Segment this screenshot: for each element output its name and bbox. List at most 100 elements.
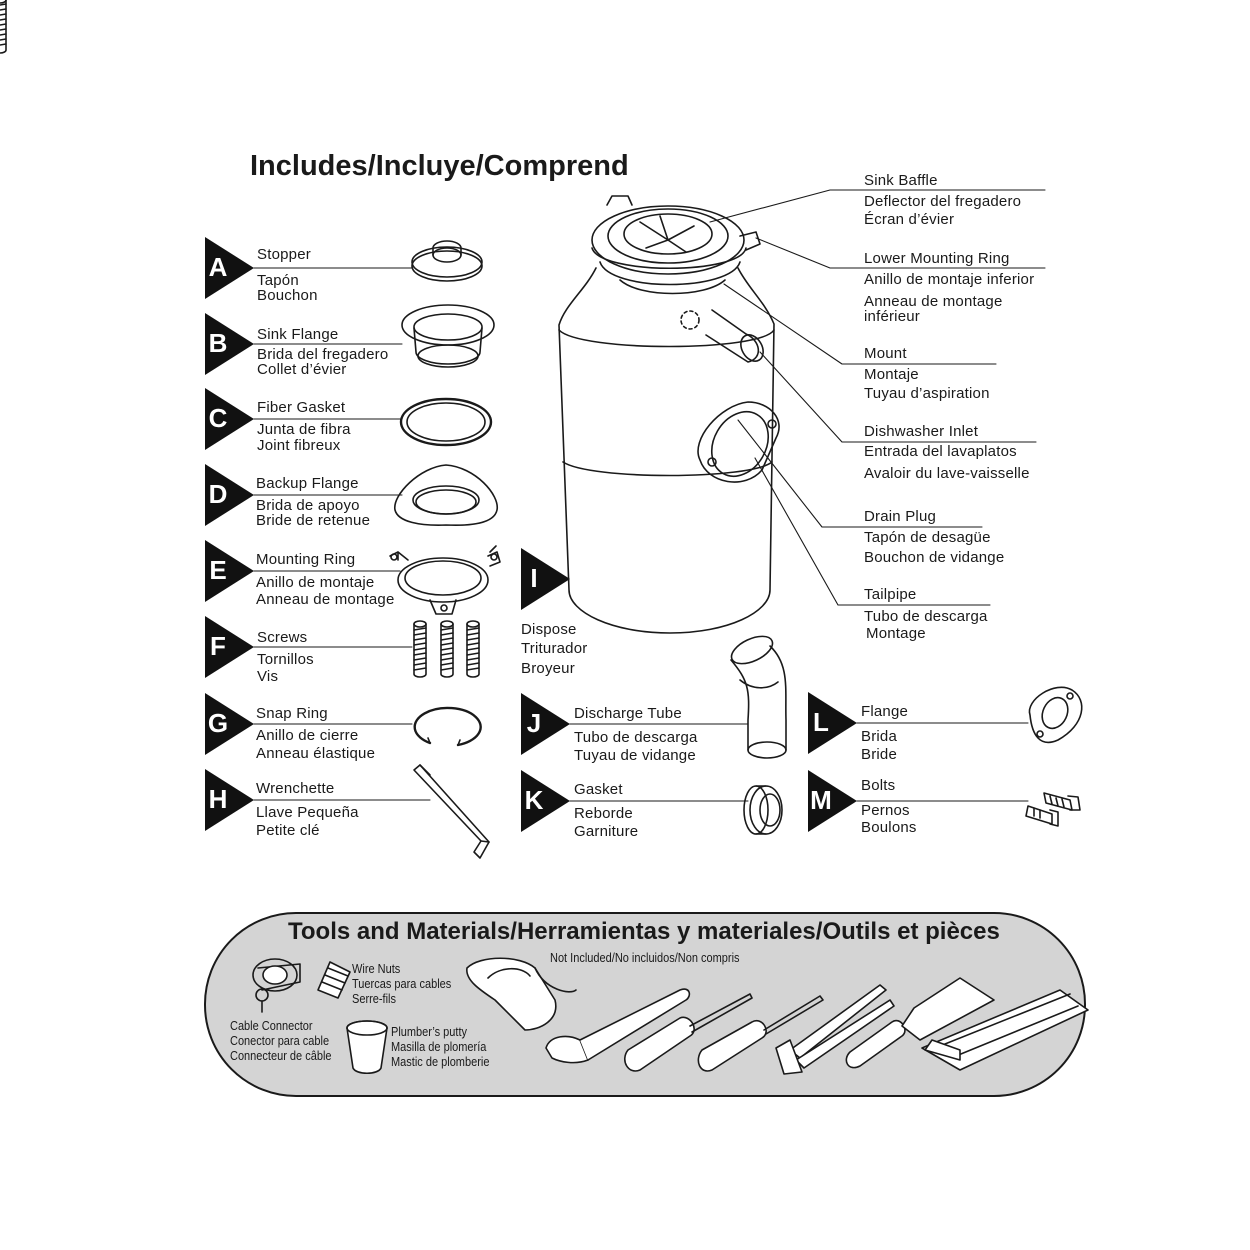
fiber-gasket-drawing: [399, 397, 493, 447]
tag-c: [205, 388, 254, 450]
hammer-drawing: [545, 988, 691, 1064]
item-c-label-es: Junta de fibra: [257, 421, 351, 438]
backup-flange-drawing: [394, 464, 498, 527]
wire-nuts-label: Wire Nuts: [352, 962, 401, 976]
sink-flange-drawing: [401, 304, 495, 368]
letter-i: I: [530, 563, 538, 593]
item-k-label-es: Reborde: [574, 805, 633, 822]
letter-k: K: [524, 785, 544, 815]
callout-lower-ring: Lower Mounting Ring: [864, 250, 1010, 267]
tools-title: Tools and Materials/Herramientas y mater…: [288, 918, 1000, 945]
screwdriver-2-drawing: [697, 995, 824, 1072]
callout-drain-plug: Drain Plug: [864, 508, 937, 525]
item-j-label-es: Tubo de descarga: [574, 729, 698, 746]
tag-b: [205, 313, 254, 375]
item-d-label: Backup Flange: [256, 475, 359, 492]
letter-b: B: [208, 328, 228, 358]
cable-connector-label-es: Conector para cable: [230, 1034, 330, 1048]
disposer-callout-lines: [709, 189, 1046, 606]
putty-label-es: Masilla de plomería: [391, 1040, 487, 1054]
letter-g: G: [207, 708, 229, 738]
letter-j: J: [526, 708, 542, 738]
cable-connector-drawing: [252, 958, 301, 1013]
tag-g: [205, 693, 254, 755]
safety-glasses-drawing: [466, 957, 577, 1031]
tag-d: [205, 464, 254, 526]
item-i-label: Dispose: [521, 621, 577, 638]
callout-sink-baffle: Sink Baffle: [864, 172, 938, 189]
item-g-label: Snap Ring: [256, 705, 328, 722]
item-d-label-fr: Bride de retenue: [256, 512, 371, 529]
item-h-label: Wrenchette: [256, 780, 335, 797]
letter-c: C: [208, 403, 228, 433]
item-m-label-fr: Boulons: [861, 819, 917, 836]
disposer-drawing: [558, 195, 780, 634]
stopper-drawing: [411, 240, 483, 282]
flange-drawing: [1028, 686, 1083, 744]
cable-connector-label-fr: Connecteur de câble: [230, 1049, 332, 1063]
letter-d: D: [208, 479, 228, 509]
wire-nuts-label-fr: Serre-fils: [352, 992, 397, 1006]
item-l-label-es: Brida: [861, 728, 898, 745]
tag-m: [808, 770, 857, 832]
tag-h: [205, 769, 254, 831]
item-f-label-es: Tornillos: [257, 651, 314, 668]
letter-h: H: [208, 784, 228, 814]
putty-label-fr: Mastic de plomberie: [391, 1055, 490, 1069]
callout-drain-plug-fr: Bouchon de vidange: [864, 549, 1005, 566]
callout-tailpipe: Tailpipe: [864, 586, 917, 603]
callout-dishwasher-inlet: Dishwasher Inlet: [864, 423, 979, 440]
tag-f: [205, 616, 254, 678]
pliers-drawing: [775, 984, 895, 1075]
hacksaw-drawing: [921, 989, 1089, 1071]
item-m-label-es: Pernos: [861, 802, 910, 819]
gasket-drawing: [743, 785, 783, 835]
item-a-label-fr: Bouchon: [257, 287, 318, 304]
screwdriver-1-drawing: [624, 993, 753, 1072]
letter-f: F: [210, 631, 226, 661]
item-b-label-es: Brida del fregadero: [257, 346, 389, 363]
letter-e: E: [209, 555, 227, 585]
wire-nuts-drawing: [317, 961, 351, 999]
item-e-label-fr: Anneau de montage: [256, 591, 395, 608]
item-k-label-fr: Garniture: [574, 823, 639, 840]
tag-a: [205, 237, 254, 299]
not-included-label: Not Included/No incluidos/Non compris: [550, 951, 740, 965]
putty-knife-drawing: [845, 977, 995, 1069]
item-a-label-es: Tapón: [257, 272, 299, 289]
item-g-label-es: Anillo de cierre: [256, 727, 359, 744]
callout-mount-es: Montaje: [864, 366, 919, 383]
page-title: Includes/Incluye/Comprend: [250, 150, 629, 182]
wrenchette-drawing: [413, 764, 490, 859]
item-l-label: Flange: [861, 703, 909, 720]
item-i-label-fr: Broyeur: [521, 660, 575, 677]
item-h-label-fr: Petite clé: [256, 822, 320, 839]
discharge-tube-drawing: [730, 635, 787, 759]
leader-lines: [253, 267, 1029, 802]
item-l-label-fr: Bride: [861, 746, 898, 763]
item-f-label-fr: Vis: [257, 668, 279, 685]
callout-lower-ring-fr: Anneau de montage: [864, 293, 1003, 310]
screws-drawing: [0, 0, 480, 678]
tag-e: [205, 540, 254, 602]
item-i-label-es: Triturador: [521, 640, 588, 657]
callout-lower-ring-es: Anillo de montaje inferior: [864, 271, 1035, 288]
callout-sink-baffle-es: Deflector del fregadero: [864, 193, 1022, 210]
cable-connector-label: Cable Connector: [230, 1019, 313, 1033]
callout-tailpipe-fr: Montage: [866, 625, 926, 642]
item-d-label-es: Brida de apoyo: [256, 497, 360, 514]
callout-lower-ring-fr-2: inférieur: [864, 308, 920, 325]
putty-label: Plumber’s putty: [391, 1025, 468, 1039]
callout-dishwasher-inlet-fr: Avaloir du lave-vaisselle: [864, 465, 1030, 482]
callout-sink-baffle-fr: Écran d’évier: [864, 211, 955, 228]
item-k-label: Gasket: [574, 781, 623, 798]
item-m-label: Bolts: [861, 777, 896, 794]
callout-tailpipe-es: Tubo de descarga: [864, 608, 988, 625]
callout-mount-fr: Tuyau d’aspiration: [864, 385, 990, 402]
item-g-label-fr: Anneau élastique: [256, 745, 376, 762]
tag-k: [521, 770, 570, 832]
item-e-label-es: Anillo de montaje: [256, 574, 375, 591]
callout-drain-plug-es: Tapón de desagüe: [864, 529, 991, 546]
